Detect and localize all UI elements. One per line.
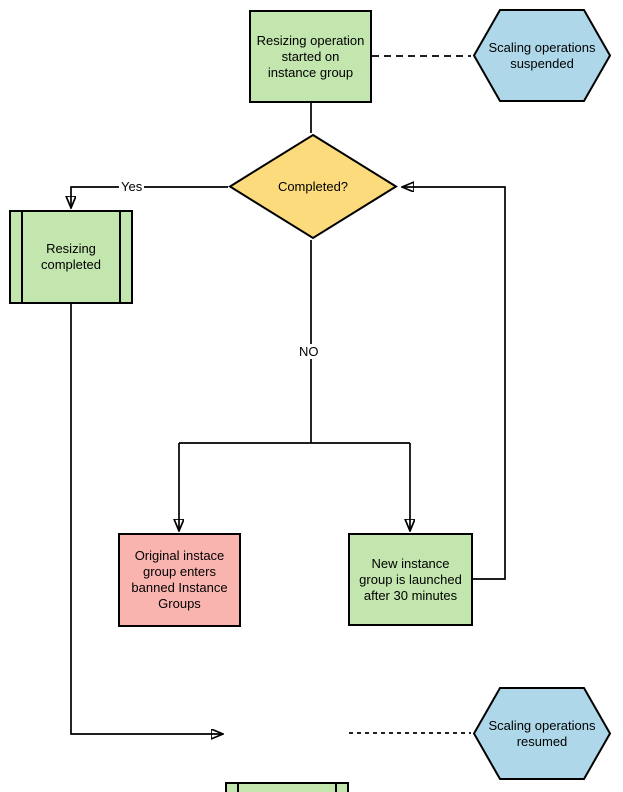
edge-label-yes: Yes bbox=[119, 179, 145, 194]
node-banned-groups: Original instace group enters banned Ins… bbox=[118, 533, 241, 627]
node-scaling-suspended-label: Scaling operations suspended bbox=[488, 39, 596, 71]
node-new-instance-group-label: New instance group is launched after 30 … bbox=[359, 555, 462, 603]
edge-resizing-to-cluster bbox=[70, 304, 222, 734]
node-scaling-resumed-label: Scaling operations resumed bbox=[488, 717, 596, 749]
node-scaling-resumed: Scaling operations resumed bbox=[472, 686, 612, 781]
hexagon-shape bbox=[472, 9, 612, 102]
node-banned-groups-label: Original instace group enters banned Ins… bbox=[131, 548, 228, 611]
node-resizing-started-label: Resizing operation started on instance g… bbox=[256, 32, 365, 80]
node-scaling-suspended: Scaling operations suspended bbox=[472, 8, 612, 103]
node-resizing-completed-label: Resizing completed bbox=[41, 241, 101, 272]
node-resizing-completed: Resizing completed bbox=[9, 210, 133, 304]
edge-decision-yes bbox=[71, 186, 228, 207]
edge-label-no: NO bbox=[297, 344, 321, 359]
node-completed-decision: Completed? bbox=[228, 133, 398, 240]
node-cluster-running: Cluster running bbox=[225, 782, 349, 792]
node-resizing-started: Resizing operation started on instance g… bbox=[249, 10, 372, 103]
diamond-shape bbox=[228, 133, 398, 240]
edge-new-group-to-decision bbox=[403, 187, 506, 580]
node-new-instance-group: New instance group is launched after 30 … bbox=[348, 533, 473, 626]
node-completed-decision-label: Completed? bbox=[277, 178, 349, 194]
hexagon-shape bbox=[472, 687, 612, 780]
